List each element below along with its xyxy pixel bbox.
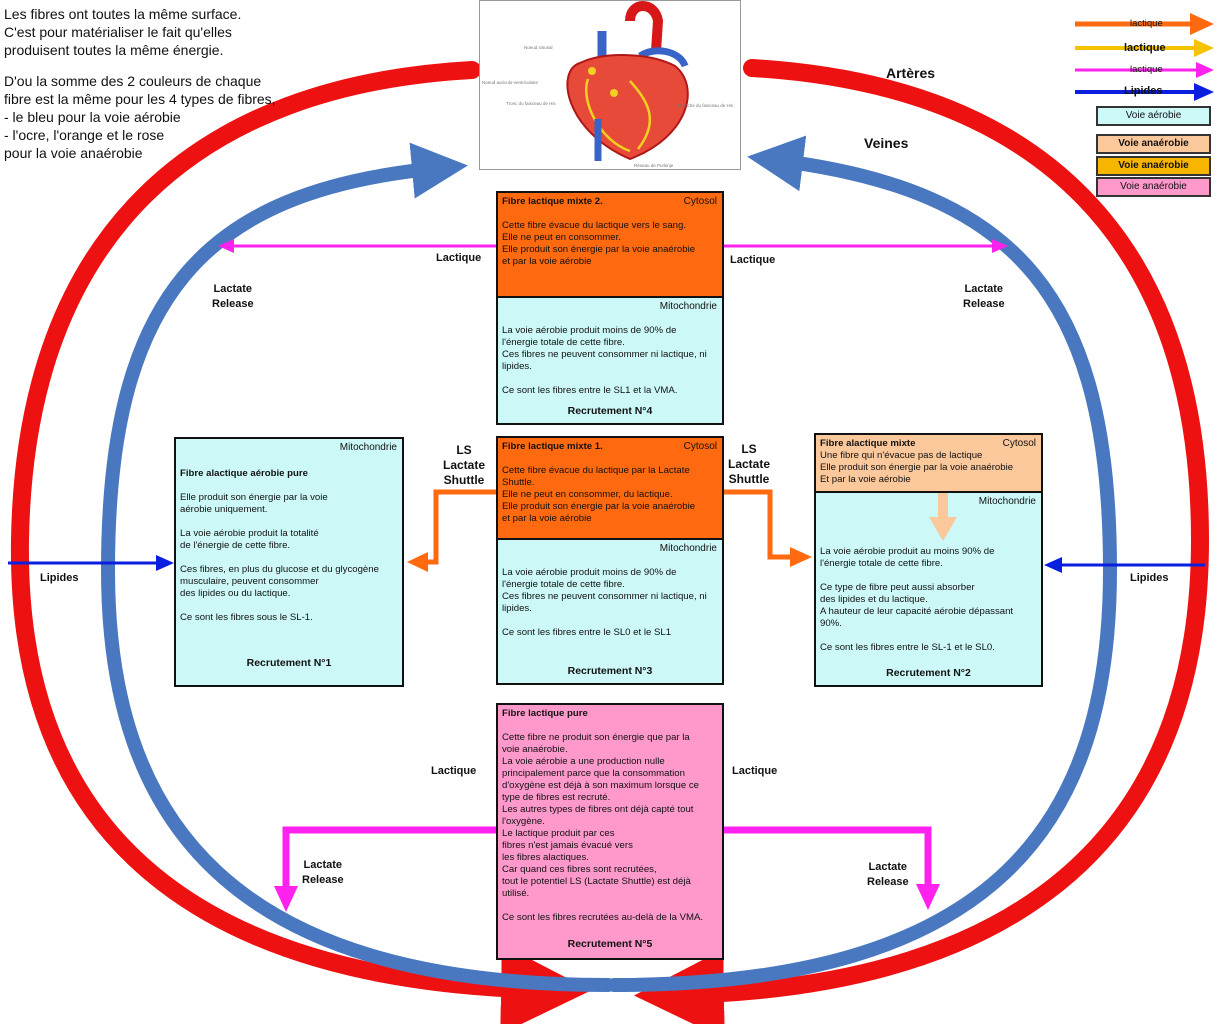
ls-arrow-right (724, 489, 812, 567)
legend-box-anaerobic-gold: Voie anaérobie (1096, 156, 1211, 176)
vein-left-arc (100, 142, 615, 992)
label-lactique-top-left: Lactique (436, 252, 482, 264)
vein-right-arc (607, 135, 1118, 992)
lactate-release-arrow-bottom-right (724, 826, 940, 910)
lactate-release-arrow-bottom-left (274, 826, 496, 912)
fiber-4-title: Fibre lactique mixte 2. (502, 196, 603, 207)
legend-arrow-label-1: lactique (1130, 18, 1163, 29)
fiber-2-title: Fibre alactique mixte (820, 438, 916, 449)
legend-arrow-magenta (1075, 62, 1214, 78)
legend-arrow-blue (1075, 83, 1214, 101)
intro-text: Les fibres ont toutes la même surface. C… (4, 5, 304, 175)
artery-right-arc (634, 59, 1210, 1024)
fiber-2-bottom-text: La voie aérobie produit au moins 90% de … (820, 546, 1014, 653)
label-lactique-top-right: Lactique (730, 254, 776, 266)
fiber-5-text: Cette fibre ne produit son énergie que p… (502, 732, 704, 923)
fiber-5-title: Fibre lactique pure (502, 708, 588, 719)
lipides-arrow-left (8, 555, 174, 571)
heart-label-3: Tronc du faisceau de His (506, 101, 556, 106)
fiber-4-mito-section: Mitochondrie La voie aérobie produit moi… (498, 298, 722, 423)
legend-arrow-label-2: lactique (1124, 42, 1166, 54)
fiber-2-cytosol-section: Cytosol Fibre alactique mixte Une fibre … (816, 435, 1041, 493)
label-arteres: Artères (886, 65, 936, 81)
legend-arrow-label-4: Lipides (1124, 85, 1163, 97)
fiber-1-mito-label: Mitochondrie (339, 442, 397, 453)
label-lactate-release-top-left: Lactate Release (212, 283, 254, 310)
fiber-3-top-text: Cette fibre évacue du lactique par la La… (502, 465, 696, 524)
fiber-4-cytosol-section: Cytosol Fibre lactique mixte 2. Cette fi… (498, 193, 722, 298)
label-lipides-left: Lipides (40, 572, 79, 584)
intro-paragraph-1: Les fibres ont toutes la même surface. C… (4, 6, 242, 58)
label-veines: Veines (864, 135, 909, 151)
label-lipides-right: Lipides (1130, 572, 1169, 584)
fiber-3-mito-label: Mitochondrie (659, 543, 717, 554)
fiber-4-top-text: Cette fibre évacue du lactique vers le s… (502, 220, 696, 267)
fiber-box-recrutement-2: Cytosol Fibre alactique mixte Une fibre … (814, 433, 1043, 687)
fiber-1-title: Fibre alactique aérobie pure (180, 468, 308, 479)
heart-illustration: Noeud sinusal Noeud auriculo-ventriculai… (479, 0, 741, 170)
fiber-box-recrutement-4: Cytosol Fibre lactique mixte 2. Cette fi… (496, 191, 724, 425)
lipides-arrow-right (1044, 557, 1205, 573)
artery-left-arc (10, 61, 591, 1024)
fiber-4-recruit: Recrutement N°4 (567, 405, 653, 417)
fiber-4-mito-label: Mitochondrie (659, 301, 717, 312)
fiber-3-title: Fibre lactique mixte 1. (502, 441, 603, 452)
fiber-box-recrutement-5: Fibre lactique pure Cette fibre ne produ… (496, 703, 724, 960)
fiber-3-mito-section: Mitochondrie La voie aérobie produit moi… (498, 540, 722, 683)
label-lactate-release-bottom-right: Lactate Release (867, 861, 909, 888)
legend-arrow-orange (1075, 13, 1214, 35)
fiber-1-text: Elle produit son énergie par la voie aér… (180, 492, 379, 623)
legend-arrow-yellow (1075, 39, 1214, 57)
fiber-3-bottom-text: La voie aérobie produit moins de 90% de … (502, 567, 707, 638)
fiber-1-recruit: Recrutement N°1 (246, 657, 332, 669)
fiber-2-mito-label: Mitochondrie (978, 496, 1036, 507)
ls-arrow-left (407, 489, 496, 572)
fiber-5-section: Fibre lactique pure Cette fibre ne produ… (498, 705, 722, 958)
fiber-3-cytosol-label: Cytosol (683, 441, 717, 452)
fiber-2-recruit: Recrutement N°2 (886, 667, 971, 679)
fiber-2-top-text: Une fibre qui n'évacue pas de lactique E… (820, 450, 1014, 485)
heart-label-5: Réseau de Purkinje (634, 163, 674, 168)
heart-icon (566, 1, 689, 161)
fiber-3-recruit: Recrutement N°3 (567, 665, 653, 677)
intro-paragraph-2: D'ou la somme des 2 couleurs de chaque f… (4, 73, 276, 161)
label-lactique-bottom-left: Lactique (431, 765, 477, 777)
legend-box-aerobic: Voie aérobie (1096, 106, 1211, 126)
heart-label-1: Noeud sinusal (524, 45, 553, 50)
fiber-2-cytosol-label: Cytosol (1002, 438, 1036, 449)
fiber-5-recruit: Recrutement N°5 (567, 938, 653, 950)
label-lactique-bottom-right: Lactique (732, 765, 778, 777)
fiber-box-recrutement-1: Mitochondrie Fibre alactique aérobie pur… (174, 437, 404, 687)
fiber-4-bottom-text: La voie aérobie produit moins de 90% de … (502, 325, 707, 396)
label-ls-right: LS Lactate Shuttle (728, 442, 771, 486)
legend-arrow-label-3: lactique (1130, 64, 1163, 75)
fiber-1-mito-section: Mitochondrie Fibre alactique aérobie pur… (176, 439, 402, 685)
lactique-arrow-top-right (724, 239, 1008, 253)
heart-label-2: Noeud auriculo-ventriculaire (482, 80, 539, 85)
heart-label-4: Branche du faisceau de His (678, 103, 734, 108)
legend-box-anaerobic-pink: Voie anaérobie (1096, 177, 1211, 197)
fiber-box-recrutement-3: Cytosol Fibre lactique mixte 1. Cette fi… (496, 436, 724, 685)
fiber-3-cytosol-section: Cytosol Fibre lactique mixte 1. Cette fi… (498, 438, 722, 540)
label-lactate-release-top-right: Lactate Release (963, 283, 1005, 310)
fiber-2-down-arrow-icon (929, 493, 957, 541)
legend-box-anaerobic-peach: Voie anaérobie (1096, 134, 1211, 154)
lactique-arrow-top-left (218, 239, 496, 253)
fiber-4-cytosol-label: Cytosol (683, 196, 717, 207)
fiber-2-mito-section: Mitochondrie La voie aérobie produit au … (816, 493, 1041, 685)
label-lactate-release-bottom-left: Lactate Release (302, 859, 344, 886)
label-ls-left: LS Lactate Shuttle (443, 443, 486, 487)
